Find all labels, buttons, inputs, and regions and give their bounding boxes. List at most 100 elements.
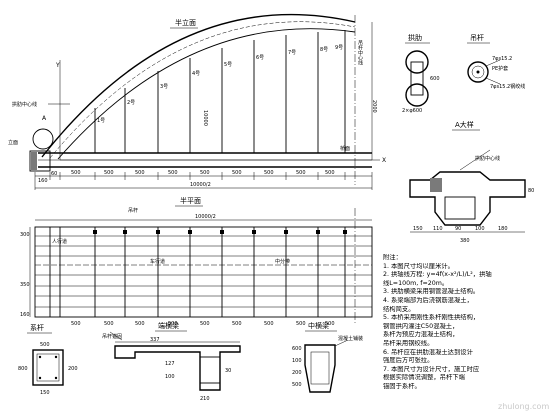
end-beam-dim: 30 xyxy=(225,368,231,374)
tie-rod-dim: 800 xyxy=(18,366,28,372)
general-notes: 附注： 1. 本图尺寸均以厘米计。 2. 拱轴线方程: y=4f(x-x²/L)… xyxy=(383,254,558,392)
hanger-title: 吊杆 xyxy=(470,33,484,42)
mid-beam-section: 中横梁 混凝土铺装 600 100 200 500 xyxy=(292,321,363,393)
detail-a-view: A大样 拱肋中心线 150 110 90 100 180 80 380 xyxy=(409,120,534,244)
hanger-label-3: 7φs15.2钢绞线 xyxy=(490,83,525,90)
end-beam-dim: 100 xyxy=(165,374,175,380)
note-line: 4. 系梁端部为后浇钢筋混凝土， xyxy=(383,296,473,304)
hanger-label: 9号 xyxy=(335,45,343,51)
note-line: 1. 本图尺寸均以厘米计。 xyxy=(383,262,454,270)
note-line: 6. 吊杆应在拱肋混凝土达到设计 xyxy=(383,348,473,356)
note-line: 线L=100m, f=20m。 xyxy=(383,279,449,287)
end-beam-dim: 127 xyxy=(165,361,175,367)
arch-rib-tube-upper xyxy=(405,50,429,74)
note-line: 钢管拱内灌注C50混凝土， xyxy=(383,322,459,330)
hanger-label: 5号 xyxy=(224,62,232,68)
end-block-hatch xyxy=(31,152,37,170)
plan-row-label: 中分带 xyxy=(275,258,290,265)
note-line: 7. 本图尺寸为设计尺寸，施工时应 xyxy=(383,365,480,373)
detail-a-outline xyxy=(409,171,526,226)
plan-span-dim: 500 xyxy=(71,321,81,327)
detail-a-dim: 90 xyxy=(455,226,461,232)
plan-outline xyxy=(34,226,373,318)
arch-rib-section: 拱肋 600 2×φ600 xyxy=(402,33,440,114)
bottom-label: 桥面 xyxy=(340,145,350,152)
plan-title: 半平面 xyxy=(180,196,201,205)
end-beam-top-dim: 337 xyxy=(150,337,160,343)
arch-rib-lower xyxy=(57,28,356,160)
hanger-label-1: 7φs15.2 xyxy=(492,56,512,62)
mid-beam-outline xyxy=(304,344,336,393)
plan-span-dim: 500 xyxy=(325,321,335,327)
span-dim: 500 xyxy=(296,170,306,176)
note-line: 锚固于系杆。 xyxy=(383,382,421,390)
hanger-leader-2 xyxy=(485,77,501,85)
span-dim: 500 xyxy=(264,170,274,176)
arch-rib-dim: 600 xyxy=(430,76,440,82)
detail-a-circle xyxy=(32,128,54,150)
side-label: 立面 xyxy=(8,139,18,146)
note-line: 吊杆采用钢绞线。 xyxy=(383,339,434,347)
note-line: 3. 拱肋横梁采用钢管混凝土结构。 xyxy=(383,288,480,296)
plan-row-label: 人行道 xyxy=(52,238,67,245)
hanger-outer xyxy=(467,61,489,83)
watermark: zhulong.com xyxy=(498,402,550,411)
end-beam-leader xyxy=(109,331,123,341)
rise-dim: 2000 xyxy=(371,100,377,113)
end-beam-callout: 吊杆锚固 xyxy=(102,333,122,340)
detail-a-dim: 180 xyxy=(498,226,508,232)
mid-beam-leader xyxy=(334,339,349,347)
plan-span-dim: 500 xyxy=(200,321,210,327)
arch-rib-web xyxy=(410,61,424,96)
detail-a-title: A大样 xyxy=(455,120,474,129)
span-dim: 500 xyxy=(232,170,242,176)
plan-inner-dim: 300 xyxy=(20,232,30,238)
arch-rib-dim: 2×φ600 xyxy=(402,108,422,114)
note-line: 强度后方可张拉。 xyxy=(383,357,434,365)
left-callout: 拱肋中心线 xyxy=(12,101,37,108)
tie-rod-inner xyxy=(36,353,60,382)
note-line: 结构简支。 xyxy=(383,305,415,313)
hanger-label-2: PE护套 xyxy=(492,65,508,72)
end-beam-section: 端横梁 337 吊杆锚固 127 100 30 210 xyxy=(102,321,241,402)
mid-beam-dim: 500 xyxy=(292,382,302,388)
plan-mid-label: 吊杆 xyxy=(128,207,138,214)
total-dim: 10000/2 xyxy=(190,182,211,188)
hanger-inner xyxy=(471,65,485,79)
detail-a-dim: 110 xyxy=(433,226,443,232)
tie-rod-outline xyxy=(32,349,64,386)
hangers xyxy=(94,30,346,153)
mid-beam-inner xyxy=(310,351,330,385)
span-dim: 500 xyxy=(104,170,114,176)
detail-a-dim: 150 xyxy=(413,226,423,232)
tie-rod-title: 系杆 xyxy=(30,323,44,332)
arch-rib-title: 拱肋 xyxy=(408,33,422,42)
plan-total-dim: 10000/2 xyxy=(195,214,216,220)
span-dim: 500 xyxy=(135,170,145,176)
span-dim: 500 xyxy=(168,170,178,176)
note-line: 5. 本桥采用刚性系杆刚性拱结构， xyxy=(383,314,480,322)
note-line: 根据实际情况调整，吊杆下端 xyxy=(383,374,465,382)
hanger-section: 吊杆 7φs15.2 PE护套 7φs15.2钢绞线 xyxy=(467,33,525,90)
plan-span-dim: 500 xyxy=(232,321,242,327)
end-beam-outline xyxy=(114,345,241,391)
end-beam-title: 端横梁 xyxy=(158,321,179,330)
hanger-label: 7号 xyxy=(288,50,296,56)
detail-a-hatch xyxy=(430,178,442,192)
center-label: 吊杆中心线 xyxy=(357,40,363,65)
tie-rod-section: 系杆 500 150 200 800 xyxy=(18,323,78,396)
half-plan-view: 半平面 10000/2 xyxy=(20,196,373,327)
plan-span-dim: 500 xyxy=(168,321,178,327)
hanger-label: 2号 xyxy=(127,100,135,106)
plan-row-label: 车行道 xyxy=(150,258,165,265)
hanger-label: 1号 xyxy=(97,118,105,124)
hanger-leader-1 xyxy=(485,59,501,67)
detail-a-callout: 拱肋中心线 xyxy=(475,155,500,162)
end-block xyxy=(29,150,51,172)
mid-beam-dim: 200 xyxy=(292,370,302,376)
plan-span-dim: 500 xyxy=(264,321,274,327)
hanger-label: 4号 xyxy=(192,71,200,77)
dim-label: 160 xyxy=(38,178,48,184)
arch-rib-tube-lower xyxy=(405,83,429,107)
